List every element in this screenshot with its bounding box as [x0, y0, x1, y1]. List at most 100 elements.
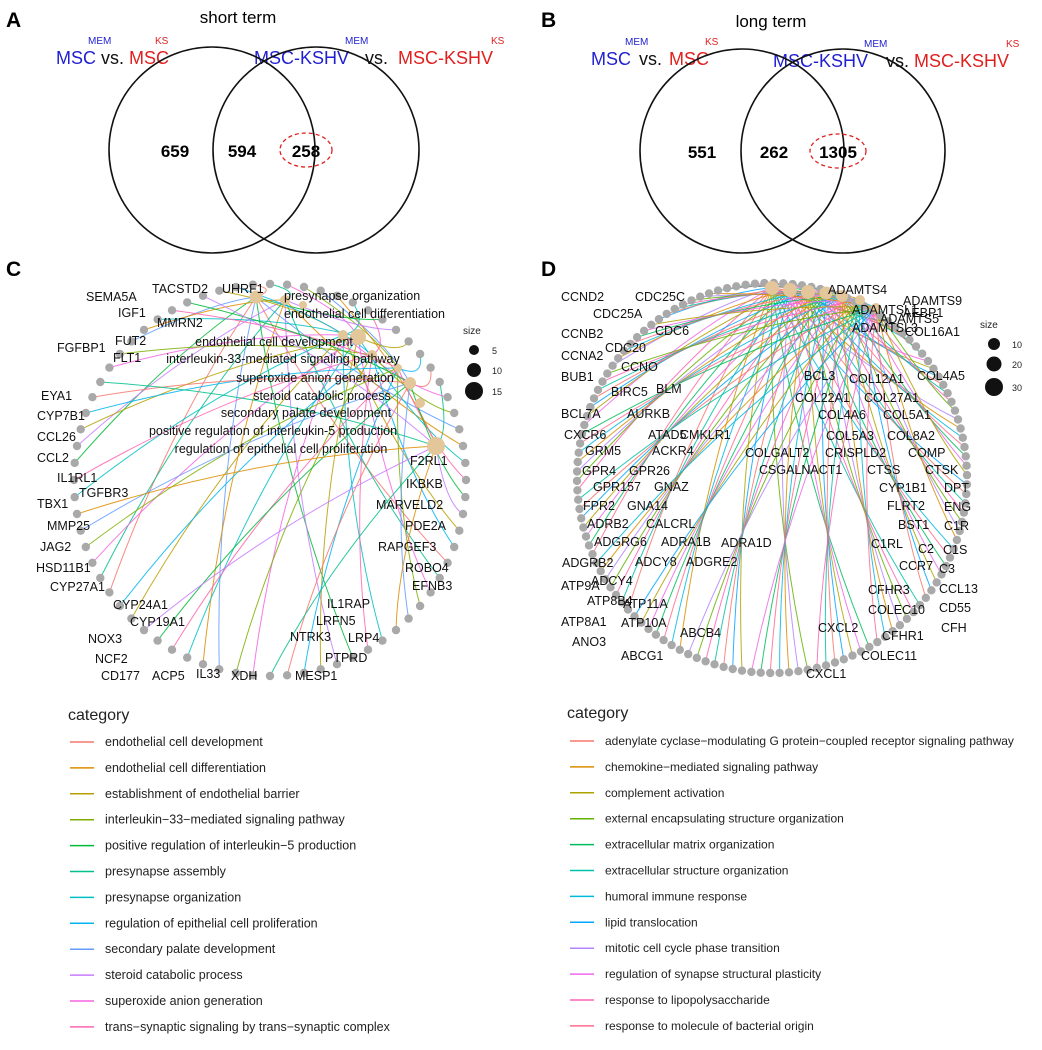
network-edge [100, 381, 437, 447]
panel-letter-c: C [6, 258, 21, 281]
term-node [394, 364, 402, 372]
gene-label: BCL7A [561, 407, 601, 421]
gene-node [577, 514, 586, 523]
gene-node [687, 296, 696, 305]
network-edge [73, 354, 373, 481]
gene-node [803, 665, 812, 674]
gene-node [953, 415, 963, 424]
highlight-ellipse [279, 132, 333, 168]
comparison-term: MSC [669, 49, 709, 69]
term-node [338, 330, 348, 340]
gene-label: CD55 [939, 601, 971, 615]
comparison-term: MSC-KSHV [914, 51, 1009, 71]
gene-label: GPR157 [593, 480, 641, 494]
size-legend-panel-d: size 10 20 30 [980, 320, 1022, 396]
size-legend-panel-c: size 5 10 15 [463, 326, 502, 400]
gene-node [626, 339, 635, 349]
venn-count-overlap: 262 [760, 143, 788, 162]
highlight-ellipse [809, 133, 867, 169]
gene-label: ADGRG6 [594, 535, 647, 549]
gene-label: C1R [944, 519, 969, 533]
gene-node [282, 280, 292, 289]
term-node [855, 295, 865, 305]
network-edge [80, 382, 411, 532]
legend-label: regulation of epithelial cell proliferat… [105, 916, 318, 930]
gene-label: GRM5 [585, 444, 621, 458]
gene-node [880, 632, 890, 641]
gene-node [426, 363, 435, 372]
network-edge [342, 334, 448, 398]
gene-node [678, 300, 688, 309]
gene-label: COLGALT2 [745, 446, 809, 460]
term-node [765, 281, 779, 295]
gene-label: CMKLR1 [680, 428, 731, 442]
gene-label: COL22A1 [795, 391, 850, 405]
network-edge [319, 336, 359, 670]
gene-label: CRISPLD2 [825, 446, 886, 460]
network-edge [875, 307, 958, 541]
panel-letter-b: B [541, 9, 556, 32]
gene-label: DPT [944, 481, 969, 495]
gene-node [153, 636, 162, 645]
network-edge [286, 382, 411, 676]
gene-node [198, 660, 208, 669]
gene-node [962, 461, 971, 470]
gene-label: GPR4 [582, 464, 616, 478]
gene-label: COL27A1 [864, 391, 919, 405]
size-legend-title: size [980, 320, 998, 331]
network-edge [640, 299, 861, 623]
size-legend-title: size [463, 326, 481, 337]
network-edge [866, 307, 878, 643]
network-edge [740, 287, 773, 671]
gene-label: ATAD5 [648, 428, 686, 442]
comparison-term: MSC [129, 48, 169, 68]
gene-label: UHRF1 [222, 282, 264, 296]
venn-panel-long-term: long term MSC MEM vs. MSC KS MSC-KSHV ME… [591, 12, 1020, 254]
comparison-superscript: MEM [864, 39, 887, 50]
gene-node [670, 304, 679, 314]
gene-label: FUT2 [115, 334, 146, 348]
gene-node [81, 408, 91, 418]
network-edge [74, 334, 344, 498]
gene-node [592, 558, 601, 567]
gene-node [96, 573, 105, 583]
category-legend-panel-d: adenylate cyclase−modulating G protein−c… [570, 734, 1014, 1033]
gene-node [848, 651, 857, 660]
gene-node [728, 664, 737, 674]
gene-node [659, 635, 668, 645]
size-legend-value: 15 [492, 387, 502, 397]
gene-label: SEMA5A [86, 290, 137, 304]
network-edge [284, 299, 441, 579]
gene-label: MMRN2 [157, 316, 203, 330]
gene-node [957, 517, 967, 527]
gene-label: HSD11B1 [36, 561, 91, 575]
network-edge [714, 292, 827, 665]
network-edge [875, 307, 968, 476]
network-edge [760, 299, 861, 673]
term-node [350, 329, 366, 345]
gene-node [865, 642, 874, 652]
category-legend-title: category [68, 707, 129, 724]
gene-node [943, 389, 952, 398]
size-legend-dot [465, 382, 483, 400]
gene-node [404, 337, 413, 346]
comparison-term: MSC-KSHV [773, 51, 868, 71]
network-edge [875, 307, 927, 598]
size-legend-dot [988, 338, 1000, 350]
legend-label: chemokine−mediated signaling pathway [605, 760, 818, 774]
panel-letter-d: D [541, 258, 556, 281]
gene-node [921, 593, 930, 602]
gene-node [76, 425, 85, 434]
network-edge [771, 287, 959, 420]
gene-node [961, 452, 970, 461]
gene-label: ROBO4 [405, 561, 449, 575]
network-edge [109, 334, 344, 369]
gene-node [415, 349, 425, 359]
gene-node [299, 668, 309, 678]
network-edge [824, 299, 861, 666]
comparison-term: MSC-KSHV [398, 48, 493, 68]
gene-node [115, 349, 125, 359]
network-edge [235, 354, 373, 674]
gene-node [898, 329, 907, 338]
